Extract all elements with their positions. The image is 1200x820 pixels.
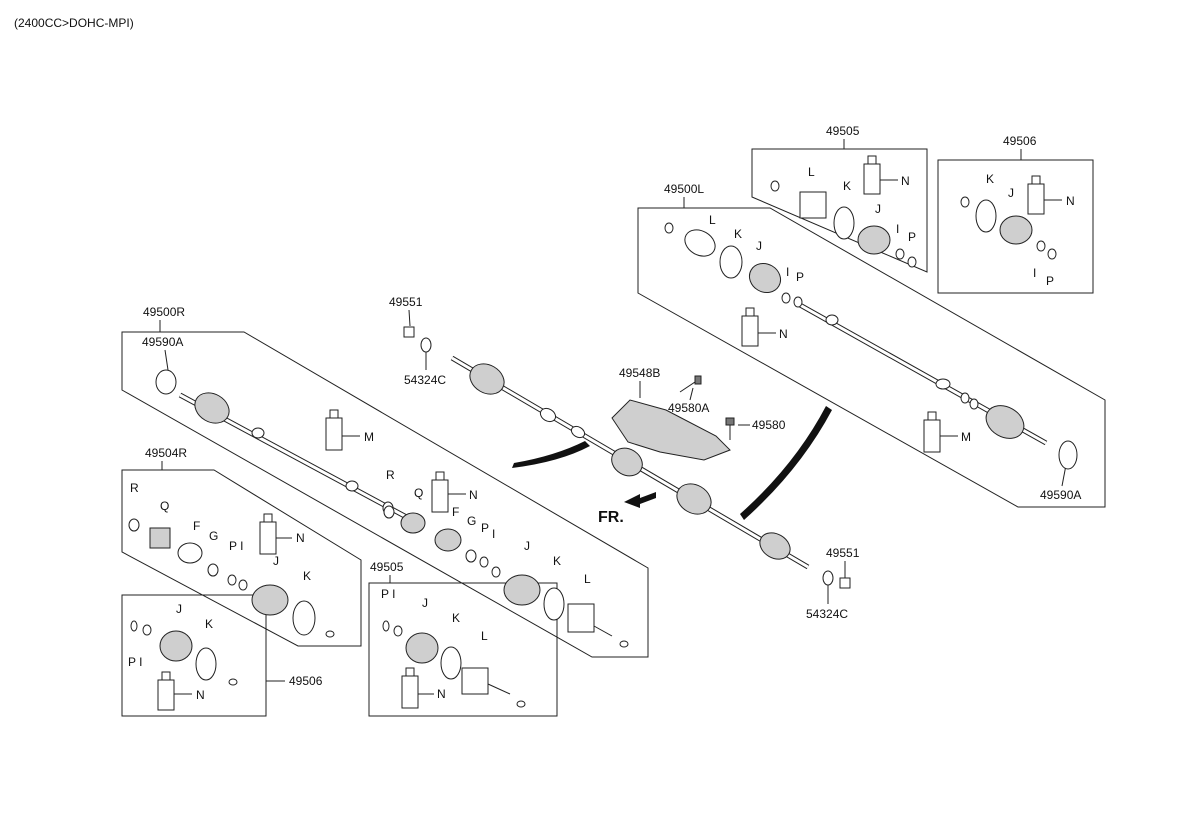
label-54324C-bottom: 54324C xyxy=(806,607,848,621)
label-49548B: 49548B xyxy=(619,366,660,380)
callout-F-49504R: F xyxy=(193,519,200,533)
front-direction-label: FR. xyxy=(598,509,624,526)
frame-49500L xyxy=(637,207,1106,508)
callout-M-49500L: M xyxy=(961,430,971,444)
callout-K-49506-right: K xyxy=(986,172,994,186)
group-49506-left-parts xyxy=(130,620,238,686)
callout-K-49504R: K xyxy=(303,569,311,583)
callout-N-49505-right: N xyxy=(901,174,910,188)
label-49500R: 49500R xyxy=(143,305,185,319)
group-49505-right-parts xyxy=(770,180,917,268)
label-49500L: 49500L xyxy=(664,182,704,196)
label-49505-left: 49505 xyxy=(370,560,404,574)
callout-N-49506-right: N xyxy=(1066,194,1075,208)
label-49506-left: 49506 xyxy=(289,674,323,688)
grease-tubes xyxy=(157,155,1062,711)
label-49504R: 49504R xyxy=(145,446,187,460)
callout-R-49500R: R xyxy=(386,468,395,482)
callout-K-49500R: K xyxy=(553,554,561,568)
frame-49504R xyxy=(121,469,362,647)
callout-M-49500R: M xyxy=(364,430,374,444)
ring-49590A-left xyxy=(155,369,177,395)
callout-J-49506-left: J xyxy=(176,602,182,616)
callout-L-49500L: L xyxy=(709,213,716,227)
callout-J-49500R: J xyxy=(524,539,530,553)
callout-G-49500R: G xyxy=(467,514,476,528)
callout-N-49504R: N xyxy=(296,531,305,545)
callout-P-49500L: P xyxy=(796,270,804,284)
callout-Q-49500R: Q xyxy=(414,486,423,500)
callout-Q-49504R: Q xyxy=(160,499,169,513)
group-49505-left-parts xyxy=(382,620,526,708)
label-49590A-right: 49590A xyxy=(1040,488,1081,502)
frame-49506-right xyxy=(937,159,1094,294)
frame-49506-left xyxy=(121,594,267,717)
callout-I-49506-right: I xyxy=(1033,266,1036,280)
callout-N-49500L: N xyxy=(779,327,788,341)
label-49580A: 49580A xyxy=(668,401,709,415)
label-49580: 49580 xyxy=(752,418,786,432)
callout-G-49504R: G xyxy=(209,529,218,543)
callout-I-49505-right: I xyxy=(896,222,899,236)
callout-I-49500R: I xyxy=(492,527,495,541)
callout-J-49504R: J xyxy=(273,554,279,568)
callout-N-49500R: N xyxy=(469,488,478,502)
group-49500R-inner-parts xyxy=(383,505,629,648)
nuts-washers xyxy=(403,326,851,589)
right-side-drive-shaft-49500R xyxy=(155,369,414,523)
callout-PI-49504R: P I xyxy=(229,539,243,553)
callout-J-49506-right: J xyxy=(1008,186,1014,200)
letter-callouts: M M N N N N N N N R R Q Q F F G G P P P … xyxy=(128,165,1075,702)
callout-PI-49505-left: P I xyxy=(381,587,395,601)
frame-49505-right xyxy=(751,148,928,273)
callout-PI-49506-left: P I xyxy=(128,655,142,669)
group-frames xyxy=(121,148,1106,717)
callout-J-49505-left: J xyxy=(422,596,428,610)
callout-K-49505-left: K xyxy=(452,611,460,625)
left-side-drive-shaft-49500L xyxy=(684,229,1078,470)
group-49504R-parts xyxy=(128,518,335,638)
callout-F-49500R: F xyxy=(452,505,459,519)
callout-R-49504R: R xyxy=(130,481,139,495)
group-49506-right-parts xyxy=(960,196,1057,260)
callout-P-49500R: P xyxy=(481,521,489,535)
direction-arrows xyxy=(512,406,832,520)
frame-49500R xyxy=(121,331,649,658)
label-54324C-top: 54324C xyxy=(404,373,446,387)
callout-L-49505-right: L xyxy=(808,165,815,179)
label-49551-bottom: 49551 xyxy=(826,546,860,560)
engine-label: (2400CC>DOHC-MPI) xyxy=(14,16,134,30)
callout-J-49505-right: J xyxy=(875,202,881,216)
bracket-49548B xyxy=(611,375,735,461)
callout-N-49506-left: N xyxy=(196,688,205,702)
part-labels: 49590A 49590A 49551 54324C 49551 54324C … xyxy=(142,295,1081,621)
callout-P-49505-right: P xyxy=(908,230,916,244)
callout-K-49506-left: K xyxy=(205,617,213,631)
center-drive-shaft xyxy=(450,355,810,570)
label-49505-right: 49505 xyxy=(826,124,860,138)
callout-K-49500L: K xyxy=(734,227,742,241)
group-labels: 49500R 49504R 49506 49505 49500L 49505 4… xyxy=(143,124,1037,688)
arrow-front xyxy=(624,492,656,508)
label-49506-right: 49506 xyxy=(1003,134,1037,148)
ring-49590A-right xyxy=(1058,440,1078,470)
callout-N-49505-left: N xyxy=(437,687,446,701)
callout-L-49500R: L xyxy=(584,572,591,586)
label-49551-top: 49551 xyxy=(389,295,423,309)
callout-P-49506-right: P xyxy=(1046,274,1054,288)
frame-49505-left xyxy=(368,582,558,717)
label-49590A-left: 49590A xyxy=(142,335,183,349)
callout-L-49505-left: L xyxy=(481,629,488,643)
group-49500L-outer-parts xyxy=(664,222,979,410)
callout-J-49500L: J xyxy=(756,239,762,253)
callout-I-49500L: I xyxy=(786,265,789,279)
callout-K-49505-right: K xyxy=(843,179,851,193)
